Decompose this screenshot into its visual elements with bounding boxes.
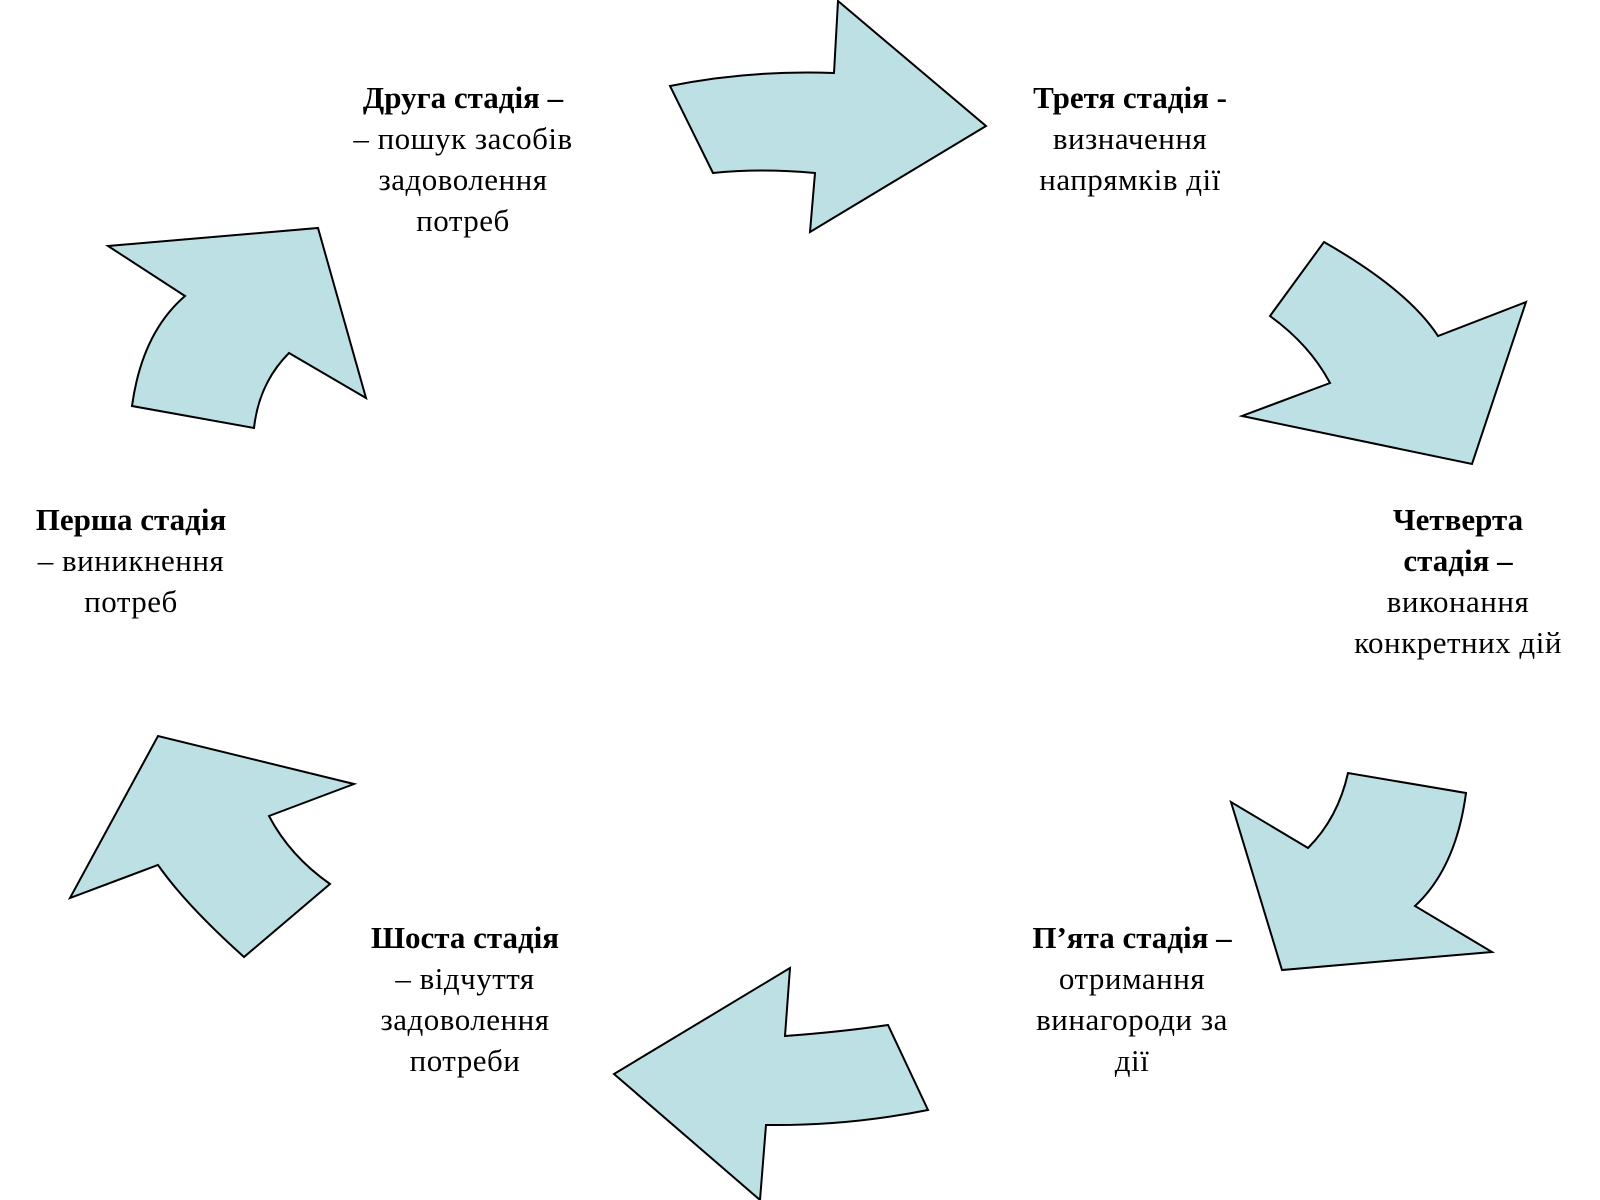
stage-1-desc-line-1: – виникнення (37, 543, 225, 578)
stage-2-desc-line-2: задоволення (378, 162, 548, 197)
stage-5-title: П’ята стадія – (1032, 920, 1232, 955)
stage-6-desc-line-3: потреби (409, 1043, 521, 1078)
stage-2-desc-line-1: – пошук засобів (353, 121, 573, 156)
stage-2-desc-line-3: потреб (416, 203, 510, 238)
stage-6-desc-line-2: задоволення (380, 1002, 550, 1037)
stage-5-desc-line-3: дії (1114, 1043, 1150, 1078)
stage-6-desc-line-1: – відчуття (395, 961, 535, 996)
arrow-stage5-to-stage6 (612, 966, 930, 1200)
stage-4-desc-line-2: конкретних дій (1354, 625, 1562, 660)
arrow-stage3-to-stage4 (1238, 240, 1528, 466)
stage-3-label: Третя стадія - визначення напрямків дії (990, 77, 1270, 200)
stage-4-label: Четверта стадія – виконання конкретних д… (1316, 499, 1600, 663)
arrow-stage4-to-stage5 (1229, 771, 1496, 972)
stage-5-desc-line-2: винагороди за (1036, 1002, 1228, 1037)
arrow-stage6-to-stage1 (67, 734, 358, 959)
stage-3-title: Третя стадія - (1033, 80, 1227, 115)
stage-3-desc-line-1: визначення (1052, 121, 1208, 156)
stage-1-desc-line-2: потреб (84, 584, 178, 619)
stage-5-label: П’ята стадія – отримання винагороди за д… (982, 917, 1282, 1081)
stage-4-title-line-1: Четверта (1392, 502, 1524, 537)
stage-3-desc-line-2: напрямків дії (1039, 162, 1221, 197)
stage-1-title: Перша стадія (35, 502, 227, 537)
arrow-stage1-to-stage2 (105, 226, 368, 430)
stage-1-label: Перша стадія – виникнення потреб (0, 499, 262, 622)
stage-4-title-line-2: стадія – (1403, 543, 1513, 578)
stage-2-label: Друга стадія – – пошук засобів задоволен… (318, 77, 608, 241)
stage-4-desc-line-1: виконання (1386, 584, 1530, 619)
stage-2-title: Друга стадія – (362, 80, 564, 115)
stage-6-title: Шоста стадія (370, 920, 560, 955)
stage-6-label: Шоста стадія – відчуття задоволення потр… (322, 917, 608, 1081)
stage-5-desc-line-1: отримання (1058, 961, 1206, 996)
arrow-stage2-to-stage3 (668, 0, 988, 234)
